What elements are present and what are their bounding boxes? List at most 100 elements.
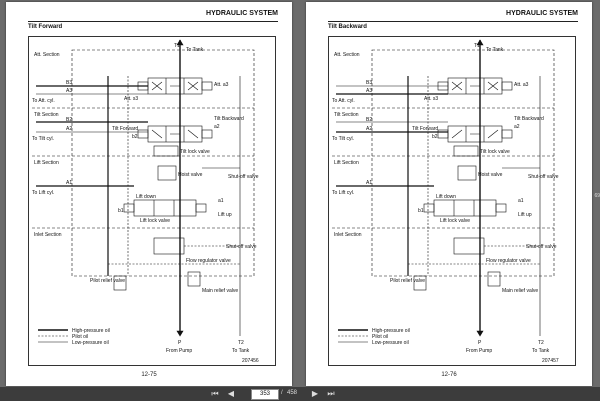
label-pilot-relief: Pilot relief valve	[90, 278, 125, 284]
side-zoom-indicator: 69	[594, 193, 600, 199]
header-title: HYDRAULIC SYSTEM	[206, 10, 278, 17]
label-figure-no: 207456	[242, 358, 259, 364]
total-pages: 458	[287, 390, 298, 396]
label-inlet-section: Inlet Section	[334, 232, 362, 238]
label-a2: A2	[366, 126, 372, 132]
label-t2: T2	[238, 340, 244, 346]
page-right: HYDRAULIC SYSTEM Tilt Backward	[306, 2, 592, 386]
label-tilt-lock: Tilt lock valve	[180, 149, 210, 155]
label-legend-lp: Low-pressure oil	[372, 340, 409, 346]
page-separator: /	[281, 390, 283, 396]
label-inlet-section: Inlet Section	[34, 232, 62, 238]
label-lift-lock: Lift lock valve	[140, 218, 170, 224]
label-b3: B3	[66, 80, 72, 86]
first-page-button[interactable]: ⏮	[211, 389, 219, 398]
label-att-a3: Att. a3	[214, 82, 229, 88]
label-legend-hp: High-pressure oil	[372, 328, 410, 334]
label-to-tank-bottom: To Tank	[232, 348, 250, 354]
label-flow-regulator: Flow regulator valve	[486, 258, 531, 264]
label-b1: b1	[118, 208, 124, 214]
label-a1s: a1	[218, 198, 224, 204]
label-to-att-cyl: To Att. cyl.	[32, 98, 55, 104]
label-att-a3: Att. a3	[514, 82, 529, 88]
label-a3: A3	[366, 88, 372, 94]
label-lift-lock: Lift lock valve	[440, 218, 470, 224]
label-to-lift-cyl: To Lift cyl.	[32, 190, 54, 196]
hydraulic-schematic: T1 To Tank Att. Section B3 A3 To Att. cy…	[332, 39, 559, 364]
prev-page-button[interactable]: ◀	[227, 389, 235, 398]
label-from-pump: From Pump	[466, 348, 492, 354]
figure-frame	[28, 36, 276, 366]
figure-frame	[328, 36, 576, 366]
label-tilt-a2: a2	[514, 124, 520, 130]
figure-title: Tilt Backward	[328, 24, 367, 30]
label-tilt-section: Tilt Section	[334, 112, 359, 118]
label-figure-no: 207457	[542, 358, 559, 364]
label-hoist-valve: Hoist valve	[478, 172, 503, 178]
lift-valve	[433, 199, 497, 217]
label-tilt-b2: b2	[432, 134, 438, 140]
label-tilt-backward: Tilt Backward	[214, 116, 244, 122]
viewer-toolbar: ⏮ ◀ 353 / 458 ▶ ⏭	[0, 387, 600, 401]
label-to-tilt-cyl: To Tilt cyl.	[32, 136, 54, 142]
label-lift-down: Lift down	[136, 194, 156, 200]
label-pilot-relief: Pilot relief valve	[390, 278, 425, 284]
page-number: 12-76	[441, 372, 457, 378]
label-tilt-b2: b2	[132, 134, 138, 140]
label-b2: B2	[366, 117, 372, 123]
label-tilt-a2: a2	[214, 124, 220, 130]
label-b1: b1	[418, 208, 424, 214]
label-att-s3: Att. s3	[124, 96, 138, 102]
label-to-tank-bottom: To Tank	[532, 348, 550, 354]
label-tilt-direction: Tilt Forward	[112, 126, 138, 132]
label-a1: A1	[66, 180, 72, 186]
hoist-valve	[457, 165, 477, 181]
label-to-att-cyl: To Att. cyl.	[332, 98, 355, 104]
hydraulic-schematic: T1 To Tank Att. Section B3 A3 To Att. cy…	[32, 39, 259, 364]
label-to-tank-top: To Tank	[486, 47, 504, 53]
lift-valve	[133, 199, 197, 217]
last-page-button[interactable]: ⏭	[327, 389, 335, 398]
label-tilt-backward: Tilt Backward	[514, 116, 544, 122]
label-a1s: a1	[518, 198, 524, 204]
label-from-pump: From Pump	[166, 348, 192, 354]
label-att-section: Att. Section	[34, 52, 60, 58]
current-page-input[interactable]: 353	[251, 389, 279, 400]
label-main-relief: Main relief valve	[202, 288, 238, 294]
label-att-s3: Att. s3	[424, 96, 438, 102]
label-tilt-lock: Tilt lock valve	[480, 149, 510, 155]
label-t1: T1	[174, 43, 180, 49]
label-t1: T1	[474, 43, 480, 49]
figure-title: Tilt Forward	[28, 24, 63, 30]
page-header: HYDRAULIC SYSTEM	[328, 10, 578, 22]
label-legend-pilot: Pilot oil	[372, 334, 388, 340]
label-att-section: Att. Section	[334, 52, 360, 58]
label-lift-up: Lift up	[218, 212, 232, 218]
section-boundary	[371, 49, 555, 277]
label-legend-hp: High-pressure oil	[72, 328, 110, 334]
label-p: P	[478, 340, 482, 346]
label-a2: A2	[66, 126, 72, 132]
label-lift-up: Lift up	[518, 212, 532, 218]
label-to-tank-top: To Tank	[186, 47, 204, 53]
next-page-button[interactable]: ▶	[311, 389, 319, 398]
label-to-lift-cyl: To Lift cyl.	[332, 190, 354, 196]
page-number: 12-75	[141, 372, 157, 378]
label-lift-section: Lift Section	[334, 160, 359, 166]
label-p: P	[178, 340, 182, 346]
label-legend-pilot: Pilot oil	[72, 334, 88, 340]
label-hoist-valve: Hoist valve	[178, 172, 203, 178]
label-t2: T2	[538, 340, 544, 346]
page-left: HYDRAULIC SYSTEM Tilt Forward	[6, 2, 292, 386]
label-flow-regulator: Flow regulator valve	[186, 258, 231, 264]
section-boundary	[71, 49, 255, 277]
label-main-relief: Main relief valve	[502, 288, 538, 294]
label-b3: B3	[366, 80, 372, 86]
label-shutoff-2: Shut-off valve	[526, 244, 557, 250]
label-shutoff-1: Shut-off valve	[228, 174, 259, 180]
label-b2: B2	[66, 117, 72, 123]
label-lift-down: Lift down	[436, 194, 456, 200]
label-shutoff-1: Shut-off valve	[528, 174, 559, 180]
label-legend-lp: Low-pressure oil	[72, 340, 109, 346]
